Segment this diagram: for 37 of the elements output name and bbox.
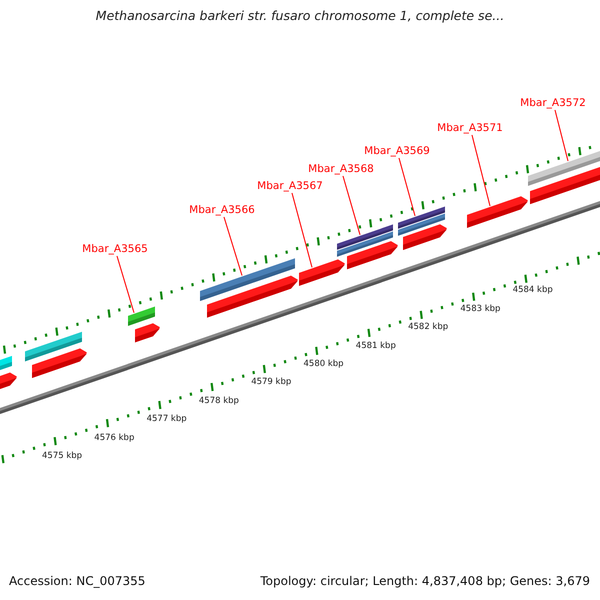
scale-label: 4584 kbp — [512, 285, 553, 296]
leader-line — [292, 192, 312, 268]
scale-label: 4581 kbp — [356, 340, 396, 351]
coding-region-block — [0, 372, 17, 389]
coding-region-block — [207, 276, 298, 318]
gene-bar — [0, 356, 12, 372]
gene-bar — [128, 306, 155, 326]
gene-label: Mbar_A3565 — [82, 243, 148, 255]
leader-line — [342, 176, 360, 236]
coding-region-block — [347, 241, 398, 270]
coding-region-block — [403, 224, 447, 250]
coding-region-block — [467, 196, 528, 228]
gene-label: Mbar_A3571 — [437, 122, 503, 134]
gene-label: Mbar_A3567 — [257, 180, 323, 192]
gene-bar — [530, 165, 600, 204]
footer-text: Topology: circular; Length: 4,837,408 bp; Genes: 3,679 — [260, 574, 590, 588]
coding-region-block — [135, 323, 160, 342]
footer-text: Accession: NC_007355 — [9, 574, 146, 588]
leader-line — [554, 110, 568, 162]
scale-label: 4582 kbp — [408, 322, 448, 332]
scale-label: 4575 kbp — [42, 451, 82, 461]
leader-line — [472, 134, 490, 206]
scale-label: 4578 kbp — [198, 396, 239, 406]
scale-label: 4576 kbp — [94, 432, 134, 443]
scale-label: 4577 kbp — [146, 414, 187, 424]
scale-label: 4580 kbp — [304, 359, 344, 369]
leader-line — [398, 158, 416, 216]
coding-region-block — [299, 259, 345, 286]
coding-region-block — [32, 348, 87, 378]
scale-label: 4579 kbp — [251, 377, 292, 388]
gene-label: Mbar_A3569 — [364, 145, 430, 157]
gene-label: Mbar_A3572 — [520, 97, 586, 109]
gene-label: Mbar_A3566 — [189, 204, 255, 216]
chart-title: Methanosarcina barkeri str. fusaro chromosome 1, complete se... — [94, 8, 506, 23]
scale-label: 4583 kbp — [460, 304, 500, 314]
leader-line — [224, 216, 242, 276]
gene-label: Mbar_A3568 — [308, 163, 374, 175]
